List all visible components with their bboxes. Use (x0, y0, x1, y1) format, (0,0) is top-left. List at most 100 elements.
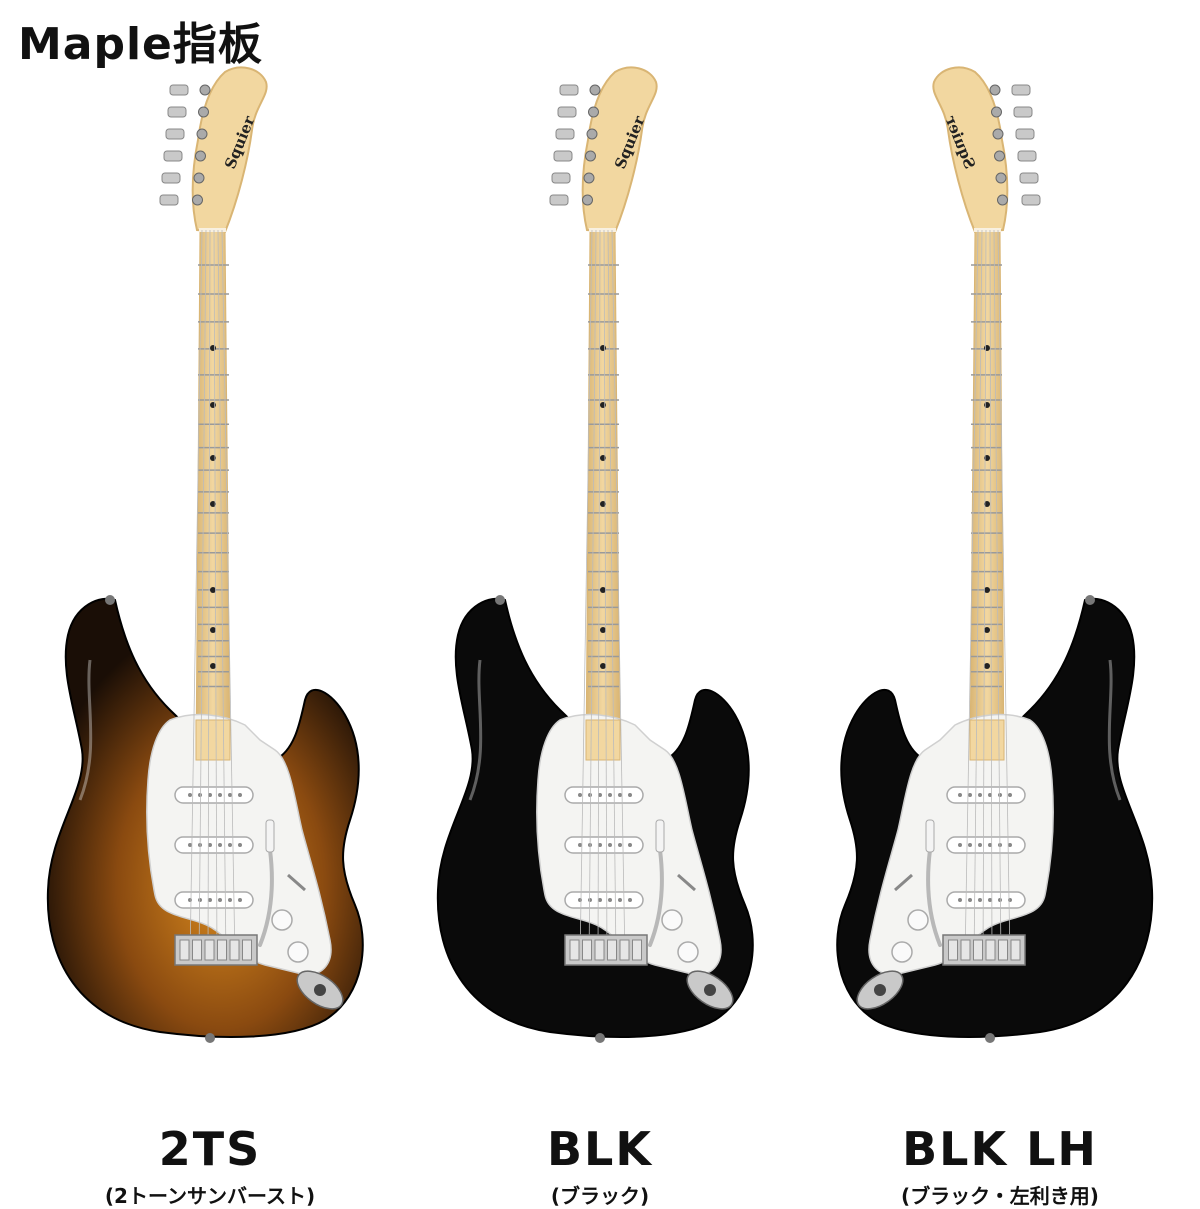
string (973, 229, 983, 961)
string (198, 229, 207, 961)
pole-piece-icon (618, 843, 622, 847)
string (207, 229, 211, 961)
fret-marker-icon (600, 627, 606, 633)
pole-piece-icon (228, 898, 232, 902)
strap-button-icon (595, 1033, 605, 1043)
pole-piece-icon (188, 793, 192, 797)
saddle (594, 939, 605, 961)
pole-piece-icon (588, 898, 592, 902)
pickup-selector (677, 873, 696, 892)
tuning-peg-icon (1019, 172, 1039, 184)
page-title: Maple指板 (18, 19, 263, 70)
string (579, 229, 593, 961)
string (213, 229, 218, 961)
pole-piece-icon (208, 898, 212, 902)
saddle (192, 939, 202, 961)
string (221, 229, 236, 961)
control-knob-icon (287, 941, 309, 963)
guitar-code-label: 2TS (158, 1122, 262, 1176)
tuner-post-icon (991, 106, 1002, 118)
pole-piece-icon (228, 793, 232, 797)
body-highlight (78, 659, 93, 801)
pole-piece-icon (208, 793, 212, 797)
control-knob-icon (271, 909, 293, 931)
tuner-post-icon (193, 172, 205, 184)
strap-button-icon (985, 1033, 995, 1043)
tuner-post-icon (192, 194, 203, 206)
neck (195, 229, 231, 761)
pole-piece-icon (618, 793, 622, 797)
neck (585, 229, 621, 761)
pickup-selector (287, 873, 306, 892)
jack-hole-icon (314, 984, 326, 996)
saddle (179, 939, 190, 961)
tuner-post-icon (585, 150, 596, 162)
pole-piece-icon (968, 843, 972, 847)
fret-marker-icon (984, 627, 990, 633)
pole-piece-icon (608, 898, 612, 902)
fret-marker-icon (600, 663, 606, 669)
string (982, 229, 987, 961)
saddle (960, 939, 971, 961)
guitar-code-label: BLK LH (902, 1122, 1098, 1176)
tremolo-arm (926, 848, 942, 947)
pole-piece-icon (608, 793, 612, 797)
control-knob-icon (907, 909, 929, 931)
tuning-peg-icon (559, 84, 579, 96)
guitar-color-name: (2トーンサンバースト) (104, 1184, 316, 1208)
guitar-blk-lh-image: Squier (836, 66, 1154, 1043)
tuner-post-icon (994, 150, 1005, 162)
pole-piece-icon (598, 898, 602, 902)
tuning-peg-icon (1013, 106, 1033, 118)
tuning-peg-icon (167, 106, 187, 118)
pole-piece-icon (578, 793, 582, 797)
pole-piece-icon (628, 793, 632, 797)
pole-piece-icon (218, 843, 222, 847)
tuning-peg-icon (557, 106, 577, 118)
guitar-graphic: Squier (436, 66, 754, 1043)
pole-piece-icon (988, 843, 992, 847)
tuner-post-icon (989, 84, 1001, 96)
pickup (564, 786, 644, 804)
pole-piece-icon (628, 898, 632, 902)
tuner-post-icon (588, 106, 599, 118)
neck (969, 229, 1005, 761)
guitar-color-name: (ブラック) (550, 1184, 650, 1208)
string (217, 229, 227, 961)
fret-marker-icon (210, 345, 216, 351)
tuner-post-icon (583, 172, 595, 184)
pole-piece-icon (968, 898, 972, 902)
pole-piece-icon (608, 843, 612, 847)
tuner-post-icon (582, 194, 593, 206)
tuning-peg-icon (1021, 194, 1041, 206)
guitar-blk-lh: Squier BLK LH (ブラック・左利き用) (800, 60, 1180, 1208)
tuning-peg-icon (551, 172, 571, 184)
pole-piece-icon (998, 898, 1002, 902)
pole-piece-icon (988, 793, 992, 797)
guitar-2ts-image: Squier (46, 66, 364, 1043)
fret-marker-icon (600, 345, 606, 351)
pickup (174, 836, 254, 854)
fret-marker-icon (600, 587, 606, 593)
pole-piece-icon (598, 843, 602, 847)
fret-marker-icon (210, 587, 216, 593)
guitar-graphic: Squier (836, 66, 1154, 1043)
fret-marker-icon (210, 455, 216, 461)
body-highlight (468, 659, 483, 801)
tremolo-arm (258, 848, 274, 947)
pickup-selector (894, 873, 913, 892)
nut (589, 228, 616, 232)
fret-marker-icon (210, 501, 216, 507)
saddle (998, 939, 1008, 961)
saddle (632, 939, 642, 961)
pole-piece-icon (228, 843, 232, 847)
guitar-graphic: Squier (46, 66, 364, 1043)
tuning-peg-icon (553, 150, 573, 162)
saddle (217, 939, 227, 961)
saddle (1010, 939, 1021, 961)
saddle (229, 939, 240, 961)
string (597, 229, 601, 961)
saddle (242, 939, 252, 961)
body-highlight (1107, 659, 1122, 801)
tuner-post-icon (196, 128, 208, 140)
